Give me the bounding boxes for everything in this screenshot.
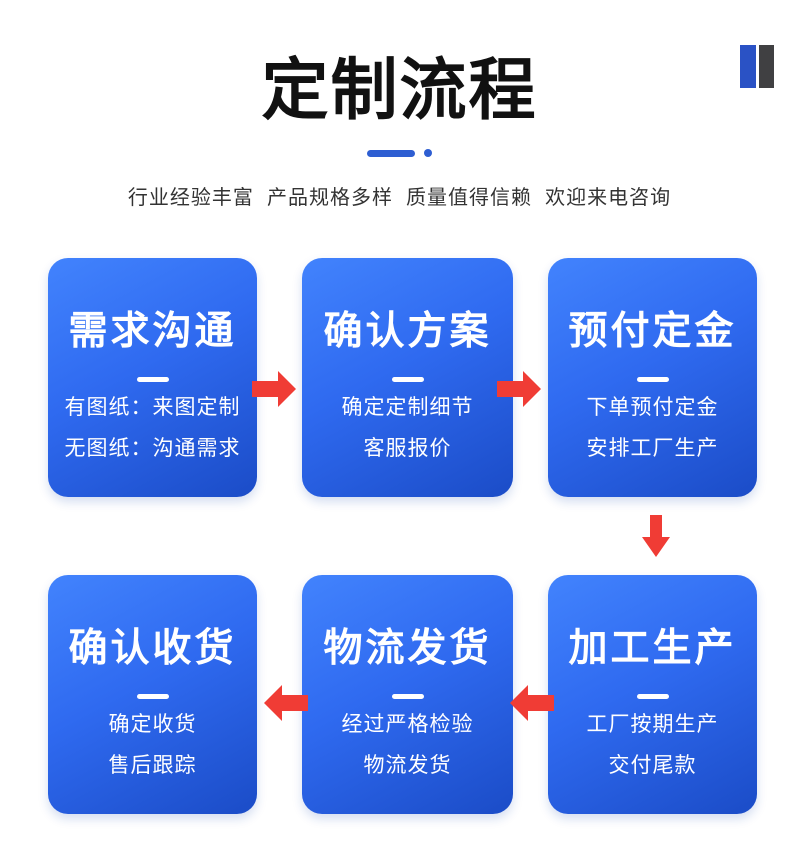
step-divider [136,376,169,382]
arrow-right-icon [497,371,541,407]
step-detail: 交付尾款 [608,753,697,777]
step-detail: 安排工厂生产 [586,436,719,460]
step-divider [391,376,424,382]
flow-step-production: 加工生产 工厂按期生产 交付尾款 [548,575,757,814]
page-title: 定制流程 [261,53,538,128]
arrow-down-icon [642,515,670,557]
flow-step-demand: 需求沟通 有图纸：来图定制 无图纸：沟通需求 [48,258,257,497]
step-title: 加工生产 [568,627,737,670]
step-detail: 确定定制细节 [341,395,474,419]
underline-bar [367,149,415,157]
title-underline-decoration [0,149,799,157]
step-divider [136,693,169,699]
step-divider [391,693,424,699]
step-detail: 确定收货 [108,712,197,736]
decoration-bar-dark [759,45,774,88]
flow-step-receipt: 确认收货 确定收货 售后跟踪 [48,575,257,814]
flow-step-plan: 确认方案 确定定制细节 客服报价 [302,258,513,497]
step-detail: 客服报价 [363,436,452,460]
arrow-left-icon [264,685,308,721]
step-divider [636,693,669,699]
step-title: 需求沟通 [68,310,237,353]
underline-dot [424,149,432,157]
arrow-right-icon [252,371,296,407]
step-detail: 经过严格检验 [341,712,474,736]
page-subtitle: 行业经验丰富 产品规格多样 质量值得信赖 欢迎来电咨询 [127,187,672,209]
step-title: 确认方案 [323,310,492,353]
step-divider [636,376,669,382]
step-detail: 售后跟踪 [108,753,197,777]
step-title: 物流发货 [323,627,492,670]
corner-decoration [740,45,774,88]
step-title: 确认收货 [68,627,237,670]
step-detail: 无图纸：沟通需求 [64,436,241,460]
step-detail: 物流发货 [363,753,452,777]
step-detail: 工厂按期生产 [586,712,719,736]
step-detail: 有图纸：来图定制 [64,395,241,419]
arrow-left-icon [510,685,554,721]
decoration-bar-blue [740,45,756,88]
step-title: 预付定金 [568,310,737,353]
flow-step-deposit: 预付定金 下单预付定金 安排工厂生产 [548,258,757,497]
step-detail: 下单预付定金 [586,395,719,419]
flow-step-shipping: 物流发货 经过严格检验 物流发货 [302,575,513,814]
